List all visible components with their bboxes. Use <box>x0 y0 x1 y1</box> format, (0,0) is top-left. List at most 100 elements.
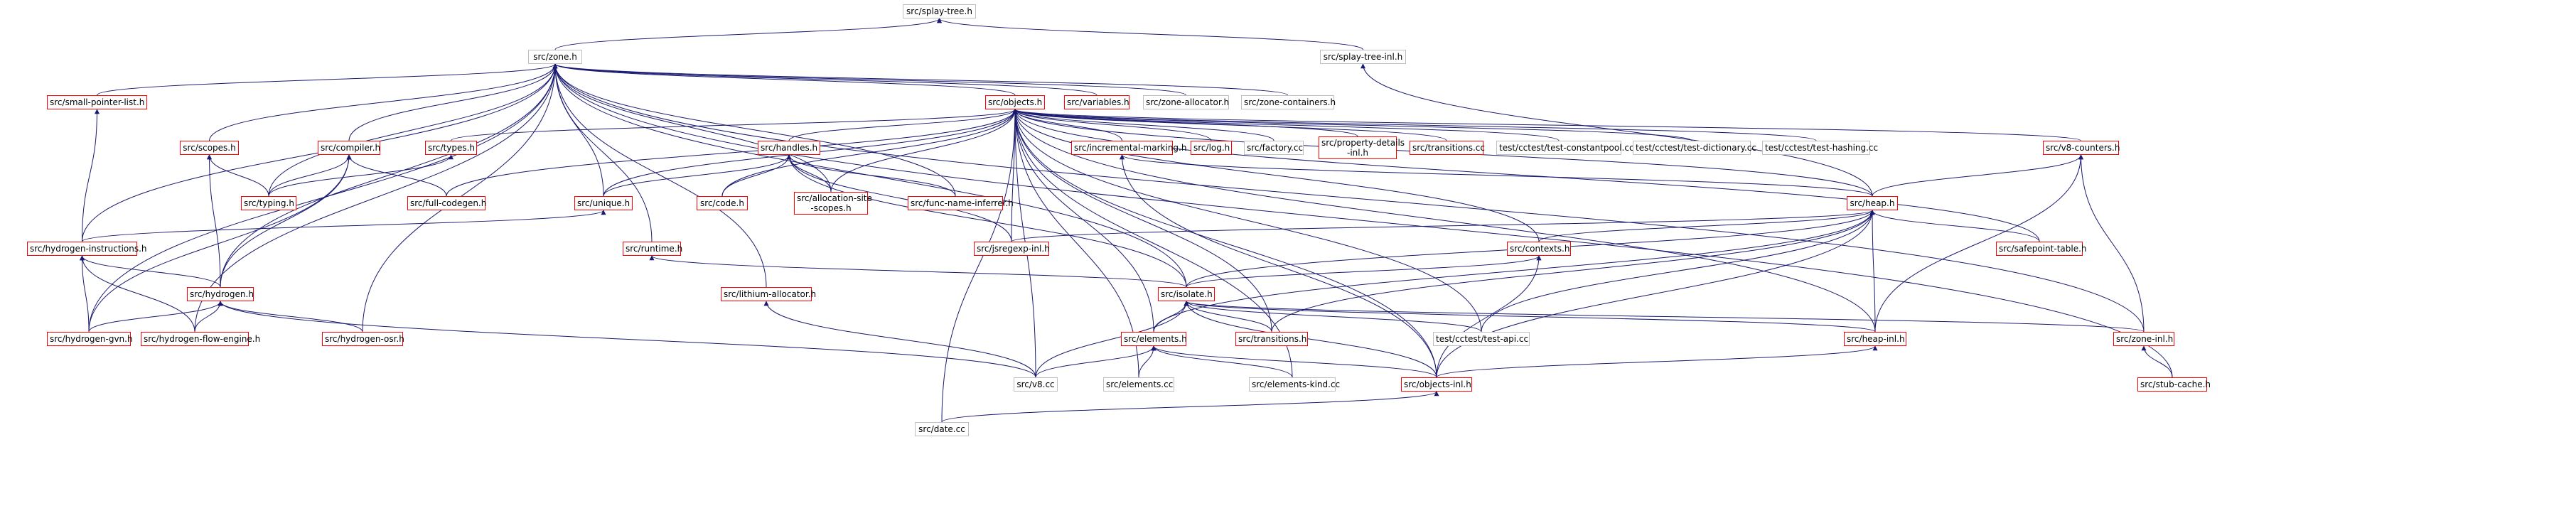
edge-stubcache-to-zone <box>552 63 2173 378</box>
node-unique-h[interactable]: src/unique.h <box>574 196 633 210</box>
edge-hydosr-to-hydrogen <box>218 301 363 333</box>
edge-hydflow-to-hydins <box>80 255 195 333</box>
edge-allocscope-to-handles <box>786 154 832 193</box>
node-transitions-cc[interactable]: src/transitions.cc <box>1410 141 1485 155</box>
node-lithium-allocator-h[interactable]: src/lithium-allocator.h <box>721 287 816 301</box>
node-incremental-marking-h[interactable]: src/incremental-marking.h <box>1071 141 1186 155</box>
node-allocation-site-scopes-h[interactable]: src/allocation-site -scopes.h <box>794 192 872 215</box>
node-zone-containers-h[interactable]: src/zone-containers.h <box>1241 95 1336 109</box>
node-factory-cc[interactable]: src/factory.cc <box>1244 141 1304 155</box>
node-hydrogen-h[interactable]: src/hydrogen.h <box>187 287 254 301</box>
edge-tapi-to-isolate <box>1184 301 1482 333</box>
node-jsregexp-inl-h[interactable]: src/jsregexp-inl.h <box>974 242 1050 256</box>
edge-heapinl-to-objects <box>1012 109 1876 333</box>
edge-contexts-to-heap <box>1538 210 1875 242</box>
edge-hydrogen-to-compiler <box>220 154 352 288</box>
edge-tapi-to-objects <box>1012 109 1482 333</box>
edge-codeh-to-objects <box>721 109 1018 197</box>
node-func-name-inferrer-h[interactable]: src/func-name-inferrer.h <box>908 196 1014 210</box>
node-test-hashing-cc[interactable]: test/cctest/test-hashing.cc <box>1762 141 1878 155</box>
edge-hydrogen-to-zone <box>220 63 558 288</box>
node-handles-h[interactable]: src/handles.h <box>758 141 820 155</box>
edge-log-to-objects <box>1012 109 1212 141</box>
edge-heap-to-v8count <box>1872 154 2083 197</box>
node-zone-allocator-h[interactable]: src/zone-allocator.h <box>1143 95 1229 109</box>
node-zone-h[interactable]: src/zone.h <box>528 50 582 64</box>
edge-fullcg-to-objects <box>446 109 1018 197</box>
edge-hydflow-to-hydrogen <box>194 301 223 333</box>
node-code-h[interactable]: src/code.h <box>697 196 748 210</box>
edge-hydins-to-unique <box>82 210 606 242</box>
edge-types-to-objects <box>451 109 1018 141</box>
node-zone-inl-h[interactable]: src/zone-inl.h <box>2113 332 2174 346</box>
node-test-api-cc[interactable]: test/cctest/test-api.cc <box>1433 332 1530 346</box>
node-elements-kind-cc[interactable]: src/elements-kind.cc <box>1249 377 1340 392</box>
node-small-pointer-list-h[interactable]: src/small-pointer-list.h <box>47 95 147 109</box>
edge-elements-to-isolate <box>1153 301 1189 333</box>
node-objects-h[interactable]: src/objects.h <box>985 95 1045 109</box>
edge-fullcg-to-compiler <box>346 154 447 197</box>
edge-handles-to-objects <box>788 109 1018 141</box>
node-elements-h[interactable]: src/elements.h <box>1121 332 1187 346</box>
node-log-h[interactable]: src/log.h <box>1191 141 1232 155</box>
node-hydrogen-instructions-h[interactable]: src/hydrogen-instructions.h <box>27 242 147 256</box>
edge-hydins-to-small <box>82 109 100 242</box>
node-objects-inl-h[interactable]: src/objects-inl.h <box>1401 377 1472 392</box>
edge-hydgvn-to-zone <box>88 63 558 333</box>
edge-zoneinl-to-zone <box>552 63 2145 333</box>
edge-hydrogen-to-hydins <box>80 255 221 288</box>
node-splay-tree-inl-h[interactable]: src/splay-tree-inl.h <box>1320 50 1406 64</box>
edge-objects-to-zone <box>552 63 1016 96</box>
edge-objinl-to-contexts <box>1436 255 1542 378</box>
node-hydrogen-gvn-h[interactable]: src/hydrogen-gvn.h <box>47 332 133 346</box>
node-safepoint-table-h[interactable]: src/safepoint-table.h <box>1996 242 2087 256</box>
edge-thash-to-objects <box>1012 109 1817 141</box>
node-test-dictionary-cc[interactable]: test/cctest/test-dictionary.cc <box>1633 141 1756 155</box>
node-heap-inl-h[interactable]: src/heap-inl.h <box>1844 332 1906 346</box>
node-property-details-inl-h[interactable]: src/property-details -inl.h <box>1319 136 1405 159</box>
edge-v8cc-to-lithium <box>763 301 1036 378</box>
edge-elemcc-to-objects <box>1012 109 1139 378</box>
node-types-h[interactable]: src/types.h <box>425 141 477 155</box>
node-splay-tree-h[interactable]: src/splay-tree.h <box>903 4 976 18</box>
edge-variables-to-zone <box>552 63 1098 96</box>
node-test-constantpool-cc[interactable]: test/cctest/test-constantpool.cc <box>1496 141 1634 155</box>
edge-heap-to-incmark <box>1120 154 1873 197</box>
node-isolate-h[interactable]: src/isolate.h <box>1158 287 1215 301</box>
edge-elements-to-heap <box>1153 210 1875 333</box>
edge-objinl-to-heapinl <box>1436 345 1878 378</box>
edge-objinl-to-isolate <box>1184 301 1437 378</box>
node-stub-cache-h[interactable]: src/stub-cache.h <box>2137 377 2211 392</box>
edge-lithium-to-zone <box>552 63 767 288</box>
node-full-codegen-h[interactable]: src/full-codegen.h <box>407 196 486 210</box>
node-contexts-h[interactable]: src/contexts.h <box>1507 242 1571 256</box>
node-runtime-h[interactable]: src/runtime.h <box>623 242 682 256</box>
edge-hydgvn-to-hydins <box>80 255 90 333</box>
edge-typing-to-types <box>268 154 454 197</box>
node-compiler-h[interactable]: src/compiler.h <box>318 141 380 155</box>
node-transitions-h[interactable]: src/transitions.h <box>1235 332 1308 346</box>
node-heap-h[interactable]: src/heap.h <box>1847 196 1898 210</box>
edge-elemkind-to-elements <box>1151 345 1293 378</box>
edge-factory-to-objects <box>1012 109 1274 141</box>
node-typing-h[interactable]: src/typing.h <box>241 196 296 210</box>
edge-jsregexp-to-heap <box>1011 210 1875 242</box>
edge-heapinl-to-v8count <box>1874 154 2083 333</box>
edge-isolate-to-handles <box>786 154 1187 288</box>
edge-hydgvn-to-compiler <box>88 154 352 333</box>
edge-objinl-to-elements <box>1151 345 1437 378</box>
node-v8-counters-h[interactable]: src/v8-counters.h <box>2043 141 2120 155</box>
node-v8-cc[interactable]: src/v8.cc <box>1014 377 1058 392</box>
edge-tdict-to-objects <box>1012 109 1692 141</box>
edge-hydflow-to-zone <box>194 63 558 333</box>
edge-objinl-to-incmark <box>1120 154 1437 378</box>
edge-funcinf-to-zone <box>552 63 956 197</box>
node-hydrogen-flow-engine-h[interactable]: src/hydrogen-flow-engine.h <box>141 332 260 346</box>
node-variables-h[interactable]: src/variables.h <box>1064 95 1129 109</box>
node-scopes-h[interactable]: src/scopes.h <box>180 141 239 155</box>
edge-typing-to-compiler <box>268 154 352 197</box>
node-hydrogen-osr-h[interactable]: src/hydrogen-osr.h <box>322 332 404 346</box>
node-elements-cc[interactable]: src/elements.cc <box>1103 377 1174 392</box>
node-date-cc[interactable]: src/date.cc <box>915 422 969 436</box>
